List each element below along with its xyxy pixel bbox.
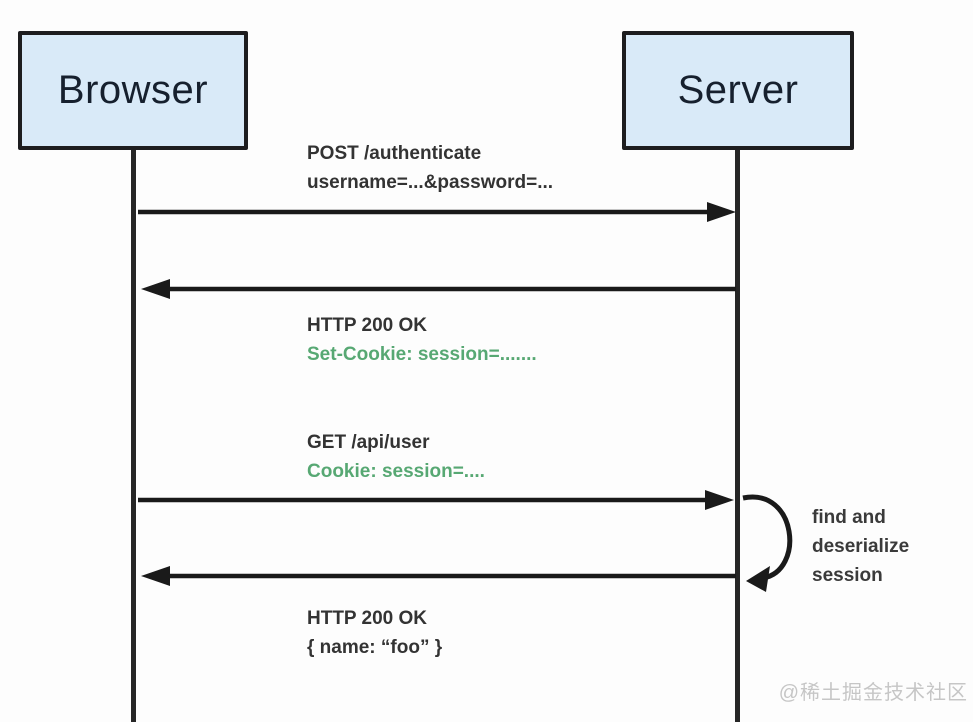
- message-line: { name: “foo” }: [307, 637, 443, 658]
- self-loop-arrow: [742, 494, 793, 592]
- message-line: HTTP 200 OK: [307, 315, 428, 336]
- arrow-get-api-user: [138, 490, 734, 510]
- arrow-http200-setcookie: [141, 279, 736, 299]
- message-line: POST /authenticate: [307, 143, 482, 164]
- message-post-authenticate: POST /authenticate username=...&password…: [307, 139, 553, 197]
- message-line-setcookie: Set-Cookie: session=.......: [307, 344, 537, 365]
- watermark: @稀土掘金技术社区: [778, 682, 968, 704]
- message-http200-json: HTTP 200 OK { name: “foo” }: [307, 604, 442, 662]
- arrow-http200-json: [141, 566, 736, 586]
- actor-box-browser: Browser: [18, 31, 248, 150]
- message-line-cookie: Cookie: session=....: [307, 461, 485, 482]
- server-lifeline: [735, 150, 740, 722]
- message-get-api-user: GET /api/user Cookie: session=....: [307, 428, 485, 486]
- message-line: HTTP 200 OK: [307, 608, 428, 629]
- message-http200-setcookie: HTTP 200 OK Set-Cookie: session=.......: [307, 311, 537, 369]
- browser-lifeline: [131, 150, 136, 722]
- actor-label-server: Server: [677, 68, 799, 112]
- actor-label-browser: Browser: [57, 68, 209, 112]
- message-line: GET /api/user: [307, 432, 430, 453]
- self-loop-note: find and deserialize session: [812, 507, 910, 586]
- arrow-post-authenticate: [138, 202, 736, 222]
- actor-box-server: Server: [622, 31, 854, 150]
- message-line: username=...&password=...: [307, 172, 554, 193]
